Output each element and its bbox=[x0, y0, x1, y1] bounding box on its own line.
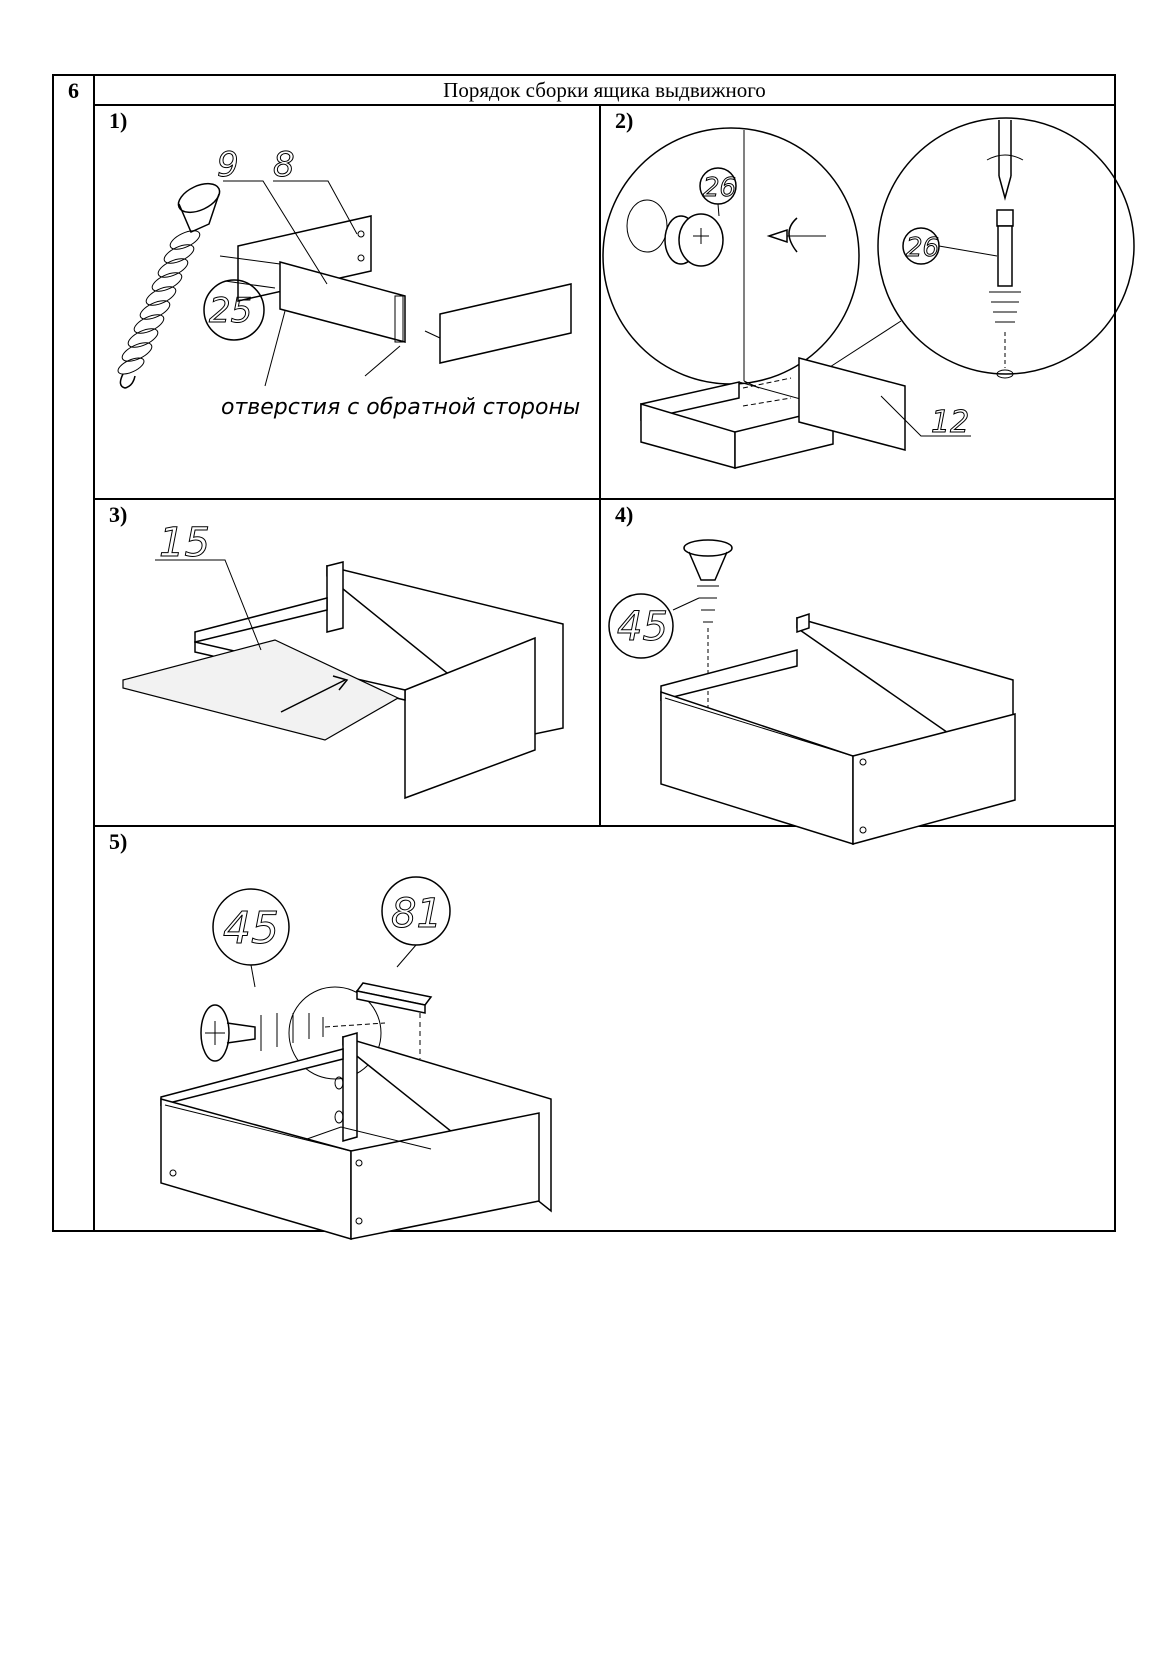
panel-label: 1) bbox=[109, 108, 128, 133]
callout-9: 9 bbox=[217, 145, 239, 185]
panel-5-illustration: 45 81 bbox=[160, 876, 552, 1241]
panel-2-illustration: 26 26 12 bbox=[602, 117, 1135, 469]
panel-9-icon bbox=[279, 261, 406, 343]
grid-divider-vertical bbox=[599, 106, 601, 825]
panel-4-illustration: 45 bbox=[608, 539, 1016, 846]
front-panel-icon bbox=[439, 283, 572, 364]
panel-label: 4) bbox=[615, 502, 634, 527]
step-number: 6 bbox=[68, 78, 79, 103]
panel-1-illustration: 9 8 25 отверстия с обратной стороны bbox=[117, 145, 580, 420]
wood-screw-icon bbox=[200, 986, 386, 1080]
callout-8: 8 bbox=[273, 145, 295, 185]
holes-note: отверстия с обратной стороны bbox=[221, 395, 580, 420]
panel-5: 5) 45 81 bbox=[95, 827, 1116, 1241]
panel-label: 2) bbox=[615, 108, 634, 133]
drawer-box-icon bbox=[194, 561, 564, 800]
bottom-panel-15-icon bbox=[122, 639, 400, 741]
drawer-box-icon bbox=[160, 1032, 552, 1241]
drawer-box-icon bbox=[660, 612, 1016, 846]
cam-bolt-icon bbox=[989, 209, 1021, 379]
panel-1: 1) bbox=[95, 106, 599, 498]
callout-26-a: 26 bbox=[703, 173, 736, 203]
screwdriver-icon bbox=[986, 120, 1024, 201]
callout-12: 12 bbox=[931, 405, 969, 440]
drawer-frame-icon bbox=[640, 357, 906, 469]
assembly-table: 6 Порядок сборки ящика выдвижного 1) bbox=[52, 74, 1135, 1241]
callout-26-b: 26 bbox=[906, 233, 939, 263]
callout-25-circle bbox=[203, 279, 265, 341]
callout-45: 45 bbox=[617, 604, 668, 650]
panel-3: 3) 15 bbox=[95, 500, 599, 825]
callout-81: 81 bbox=[391, 891, 442, 937]
dowel-pin-icon bbox=[766, 217, 826, 253]
step-column: 6 bbox=[54, 76, 95, 1230]
panel-label: 3) bbox=[109, 502, 128, 527]
confirmat-screw-icon bbox=[117, 182, 221, 389]
wood-screw-icon bbox=[683, 539, 733, 710]
step-title: Порядок сборки ящика выдвижного bbox=[95, 76, 1114, 106]
callout-45: 45 bbox=[223, 903, 279, 954]
grid-divider-row-2 bbox=[95, 825, 1114, 827]
panel-3-illustration: 15 bbox=[122, 520, 564, 800]
eccentric-cam-icon bbox=[664, 213, 724, 267]
callout-25: 25 bbox=[209, 291, 252, 331]
grid-divider-row-1 bbox=[95, 498, 1114, 500]
detail-magnifier-left bbox=[602, 127, 860, 385]
panel-label: 5) bbox=[109, 829, 128, 854]
panel-4: 4) 45 bbox=[601, 500, 1116, 846]
panel-2: 2) bbox=[601, 106, 1135, 498]
detail-magnifier-right bbox=[877, 117, 1135, 375]
angle-bracket-81-icon bbox=[355, 982, 469, 1090]
callout-15: 15 bbox=[159, 520, 210, 566]
